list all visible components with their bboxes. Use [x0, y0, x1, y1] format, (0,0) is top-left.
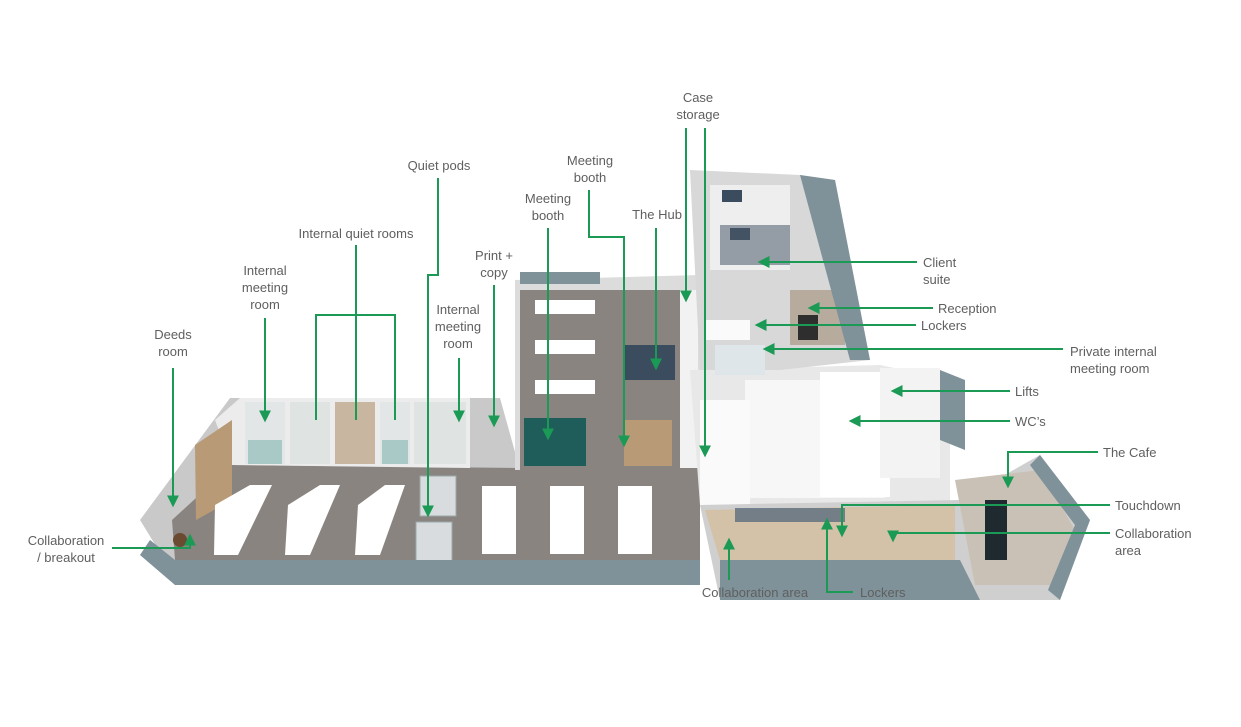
- reception-desk: [798, 315, 818, 340]
- client-suite-screen-1: [722, 190, 742, 202]
- label-lockers-top: Lockers: [921, 318, 967, 333]
- label-touchdown: Touchdown: [1115, 498, 1181, 513]
- label-collaboration-breakout: Collaboration / breakout: [27, 533, 105, 565]
- quiet-room-2: [290, 402, 330, 464]
- core-block: [690, 365, 965, 505]
- label-reception: Reception: [938, 301, 997, 316]
- middle-desks-2: [535, 340, 595, 354]
- label-quiet-pods: Quiet pods: [407, 158, 471, 173]
- label-collaboration-area-right: Collaboration area: [1115, 526, 1192, 558]
- label-deeds-room: Deeds room: [154, 327, 192, 359]
- cafe-glazing: [1030, 455, 1090, 600]
- meeting-booth-timber: [624, 420, 672, 466]
- quiet-pod-1: [419, 475, 457, 517]
- label-private-internal-meeting-room: Private internal meeting room: [1070, 344, 1157, 376]
- private-meeting-room: [715, 345, 765, 375]
- lower-glazing: [720, 560, 980, 600]
- middle-desks-1: [535, 300, 595, 314]
- label-case-storage: Case storage: [676, 90, 720, 122]
- label-the-hub: The Hub: [632, 207, 682, 222]
- case-storage-block: [700, 400, 750, 505]
- cafe-wing: [700, 455, 1090, 600]
- label-lifts: Lifts: [1015, 384, 1039, 399]
- lockers-block: [705, 320, 750, 340]
- leader-lockers-bottom: [821, 517, 853, 593]
- middle-glass-top: [520, 272, 600, 284]
- label-meeting-booth-1: Meeting booth: [524, 191, 572, 223]
- lifts-block: [880, 368, 940, 478]
- hub-box: [625, 345, 675, 380]
- touchdown-lockers: [735, 508, 845, 522]
- label-client-suite: Client suite: [923, 255, 957, 287]
- middle-desks-3: [535, 380, 595, 394]
- leader-quiet-pods: [422, 178, 439, 518]
- deeds-room-wall: [195, 420, 232, 520]
- label-internal-meeting-room-left: Internal meeting room: [241, 263, 289, 312]
- client-wing-glazing: [800, 175, 870, 360]
- label-print-copy: Print + copy: [475, 248, 513, 280]
- client-suite-wing: [690, 170, 870, 375]
- meeting-booth-teal: [524, 418, 586, 466]
- label-meeting-booth-2: Meeting booth: [566, 153, 614, 185]
- glass-strip-1: [248, 440, 282, 464]
- leader-lines: [112, 128, 1110, 593]
- breakout-table: [173, 533, 187, 547]
- leader-collab-right: [887, 530, 1110, 543]
- glass-strip-2: [382, 440, 408, 464]
- quiet-pod-2: [415, 521, 453, 563]
- front-glazing: [140, 540, 700, 585]
- client-suite-wall: [720, 225, 790, 265]
- leader-touchdown: [836, 504, 1110, 538]
- label-the-cafe: The Cafe: [1103, 445, 1157, 460]
- leader-the-cafe: [1002, 451, 1098, 489]
- cafe-table: [985, 500, 1007, 560]
- leader-meeting-booth-2: [588, 190, 630, 448]
- wc-block: [820, 372, 890, 497]
- label-lockers-bottom: Lockers: [860, 585, 906, 600]
- label-internal-meeting-room-mid: Internal meeting room: [434, 302, 482, 351]
- desk-rows: [214, 485, 652, 555]
- storage-wall: [680, 290, 698, 468]
- label-collaboration-area-bottom: Collaboration area: [701, 585, 809, 600]
- label-wcs: WC’s: [1015, 414, 1046, 429]
- middle-block: [515, 272, 700, 470]
- lifts-glazing: [940, 370, 965, 450]
- leader-collab-breakout: [112, 533, 196, 549]
- label-internal-quiet-rooms: Internal quiet rooms: [298, 226, 414, 241]
- main-wing: [140, 398, 700, 585]
